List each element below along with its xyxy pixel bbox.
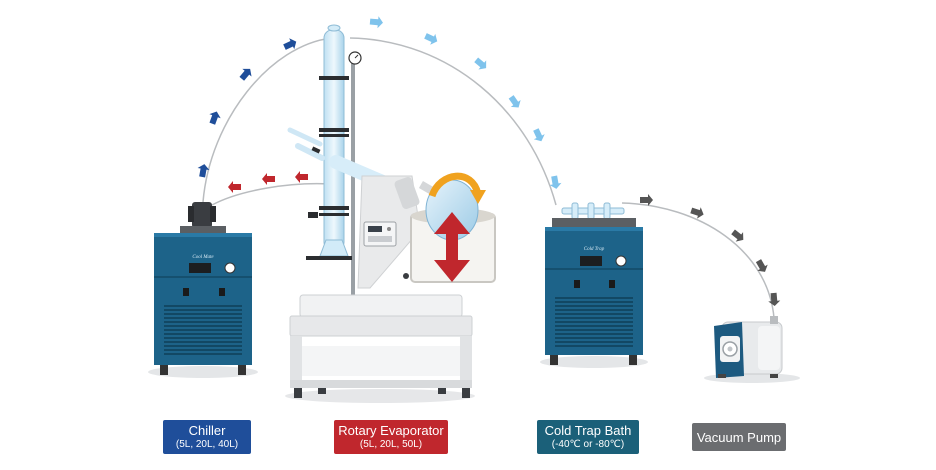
vapor-tube [349, 37, 557, 206]
cold-trap-vent [555, 297, 633, 347]
chiller-label-sub: (5L, 20L, 40L) [175, 439, 239, 450]
flow-arrow-icon [690, 207, 704, 219]
flow-arrow-icon [197, 164, 210, 178]
return-flow-arrows [228, 171, 308, 193]
vacuum-pump-label: Vacuum Pump [692, 423, 786, 451]
rotary-label-sub: (5L, 20L, 50L) [359, 439, 423, 450]
trap-label-title: Cold Trap Bath [544, 423, 632, 438]
flow-arrow-icon [640, 194, 653, 206]
chiller-flow-arrows [197, 38, 297, 178]
vacuum-flow-arrows [640, 194, 781, 306]
gauge-icon [615, 255, 627, 267]
cold-trap-brand-text: Cold Trap [584, 247, 605, 252]
flow-arrow-icon [369, 16, 383, 29]
rotation-arrow-icon [428, 172, 486, 204]
cold-trap-bath-label: Cold Trap Bath (-40℃ or -80℃) [537, 420, 639, 454]
rotary-evaporator-label: Rotary Evaporator (5L, 20L, 50L) [334, 420, 448, 454]
cold-trap-bath-unit: Cold Trap [540, 202, 648, 368]
flow-arrow-icon [239, 68, 252, 81]
control-panel [363, 221, 397, 247]
flow-arrow-icon [731, 229, 744, 242]
flow-arrow-icon [424, 33, 438, 45]
tubing [202, 37, 775, 319]
pump-label-title: Vacuum Pump [696, 429, 782, 445]
up-down-arrow-icon [434, 212, 470, 282]
flow-arrow-icon [262, 173, 275, 185]
rotary-label-title: Rotary Evaporator [338, 423, 444, 438]
flow-arrow-icon [295, 171, 308, 183]
chiller-supply-tube [202, 37, 333, 203]
chiller-display [189, 263, 211, 273]
vacuum-tube [621, 202, 775, 319]
chiller-brand-text: Cool Mate [192, 255, 214, 260]
cold-trap-glass [561, 202, 625, 220]
trap-label-sub: (-40℃ or -80℃) [551, 439, 625, 450]
flow-arrow-icon [549, 175, 562, 189]
flow-arrow-icon [474, 57, 487, 70]
rotary-evaporator-unit [285, 24, 496, 403]
flow-arrow-icon [283, 38, 297, 50]
condenser-column [323, 29, 345, 251]
cold-trap-display [580, 256, 602, 266]
flow-arrow-icon [755, 259, 768, 272]
gauge-icon [224, 262, 236, 274]
chiller-vent [164, 305, 242, 355]
flow-arrow-icon [533, 128, 545, 142]
flow-arrow-icon [209, 111, 221, 125]
chiller-return-tube [211, 182, 331, 206]
vapor-flow-arrows [369, 16, 562, 189]
vacuum-pump-unit [704, 316, 800, 383]
flow-arrow-icon [508, 95, 521, 108]
chiller-label-title: Chiller [188, 423, 226, 438]
chiller-unit: Cool Mate [148, 202, 258, 378]
flow-arrow-icon [228, 181, 241, 193]
chiller-label: Chiller (5L, 20L, 40L) [163, 420, 251, 454]
flow-arrow-icon [768, 292, 781, 306]
